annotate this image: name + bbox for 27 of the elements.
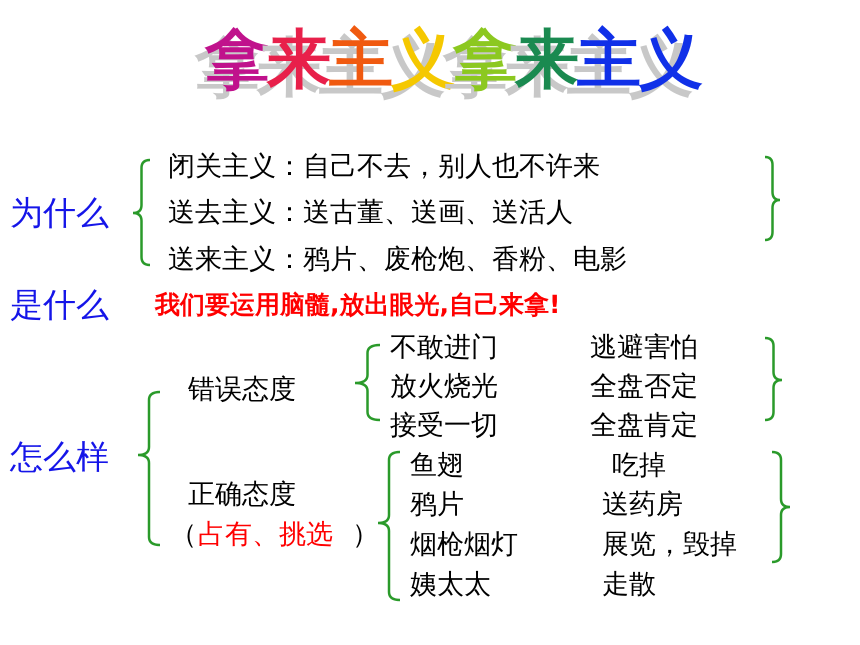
list-text: 放火烧光 <box>390 370 498 404</box>
list-text: 鸦片 <box>410 488 464 522</box>
list-text: 鱼翅 <box>410 449 464 483</box>
list-text: 逃避害怕 <box>590 331 698 365</box>
list-text: 正确态度 <box>188 478 296 512</box>
list-text: 送来主义：鸦片、废枪炮、香粉、电影 <box>168 243 627 277</box>
question-heading: 是什么 <box>10 287 109 323</box>
list-text: 不敢进门 <box>390 331 498 365</box>
question-heading: 怎么样 <box>10 439 109 475</box>
list-text: 错误态度 <box>188 373 296 407</box>
list-text: 吃掉 <box>612 449 666 483</box>
list-text: 展览，毁掉 <box>602 528 737 562</box>
method-text: 占有、挑选 <box>198 518 333 552</box>
list-text: 送药房 <box>602 488 683 522</box>
list-text: 姨太太 <box>410 568 491 602</box>
list-text: 送去主义：送古董、送画、送活人 <box>168 196 573 230</box>
list-text: 全盘否定 <box>590 370 698 404</box>
list-text: （ <box>170 518 197 552</box>
question-heading: 为什么 <box>10 195 109 231</box>
list-text: 接受一切 <box>390 409 498 443</box>
list-text: 走散 <box>602 568 656 602</box>
list-text: ） <box>352 518 379 552</box>
list-text: 全盘肯定 <box>590 409 698 443</box>
list-text: 闭关主义：自己不去，别人也不许来 <box>168 150 600 184</box>
wordart-title: 拿来主义拿来主义 <box>205 22 701 99</box>
list-text: 烟枪烟灯 <box>410 528 518 562</box>
answer-text: 我们要运用脑髓,放出眼光,自己来拿! <box>155 289 560 321</box>
